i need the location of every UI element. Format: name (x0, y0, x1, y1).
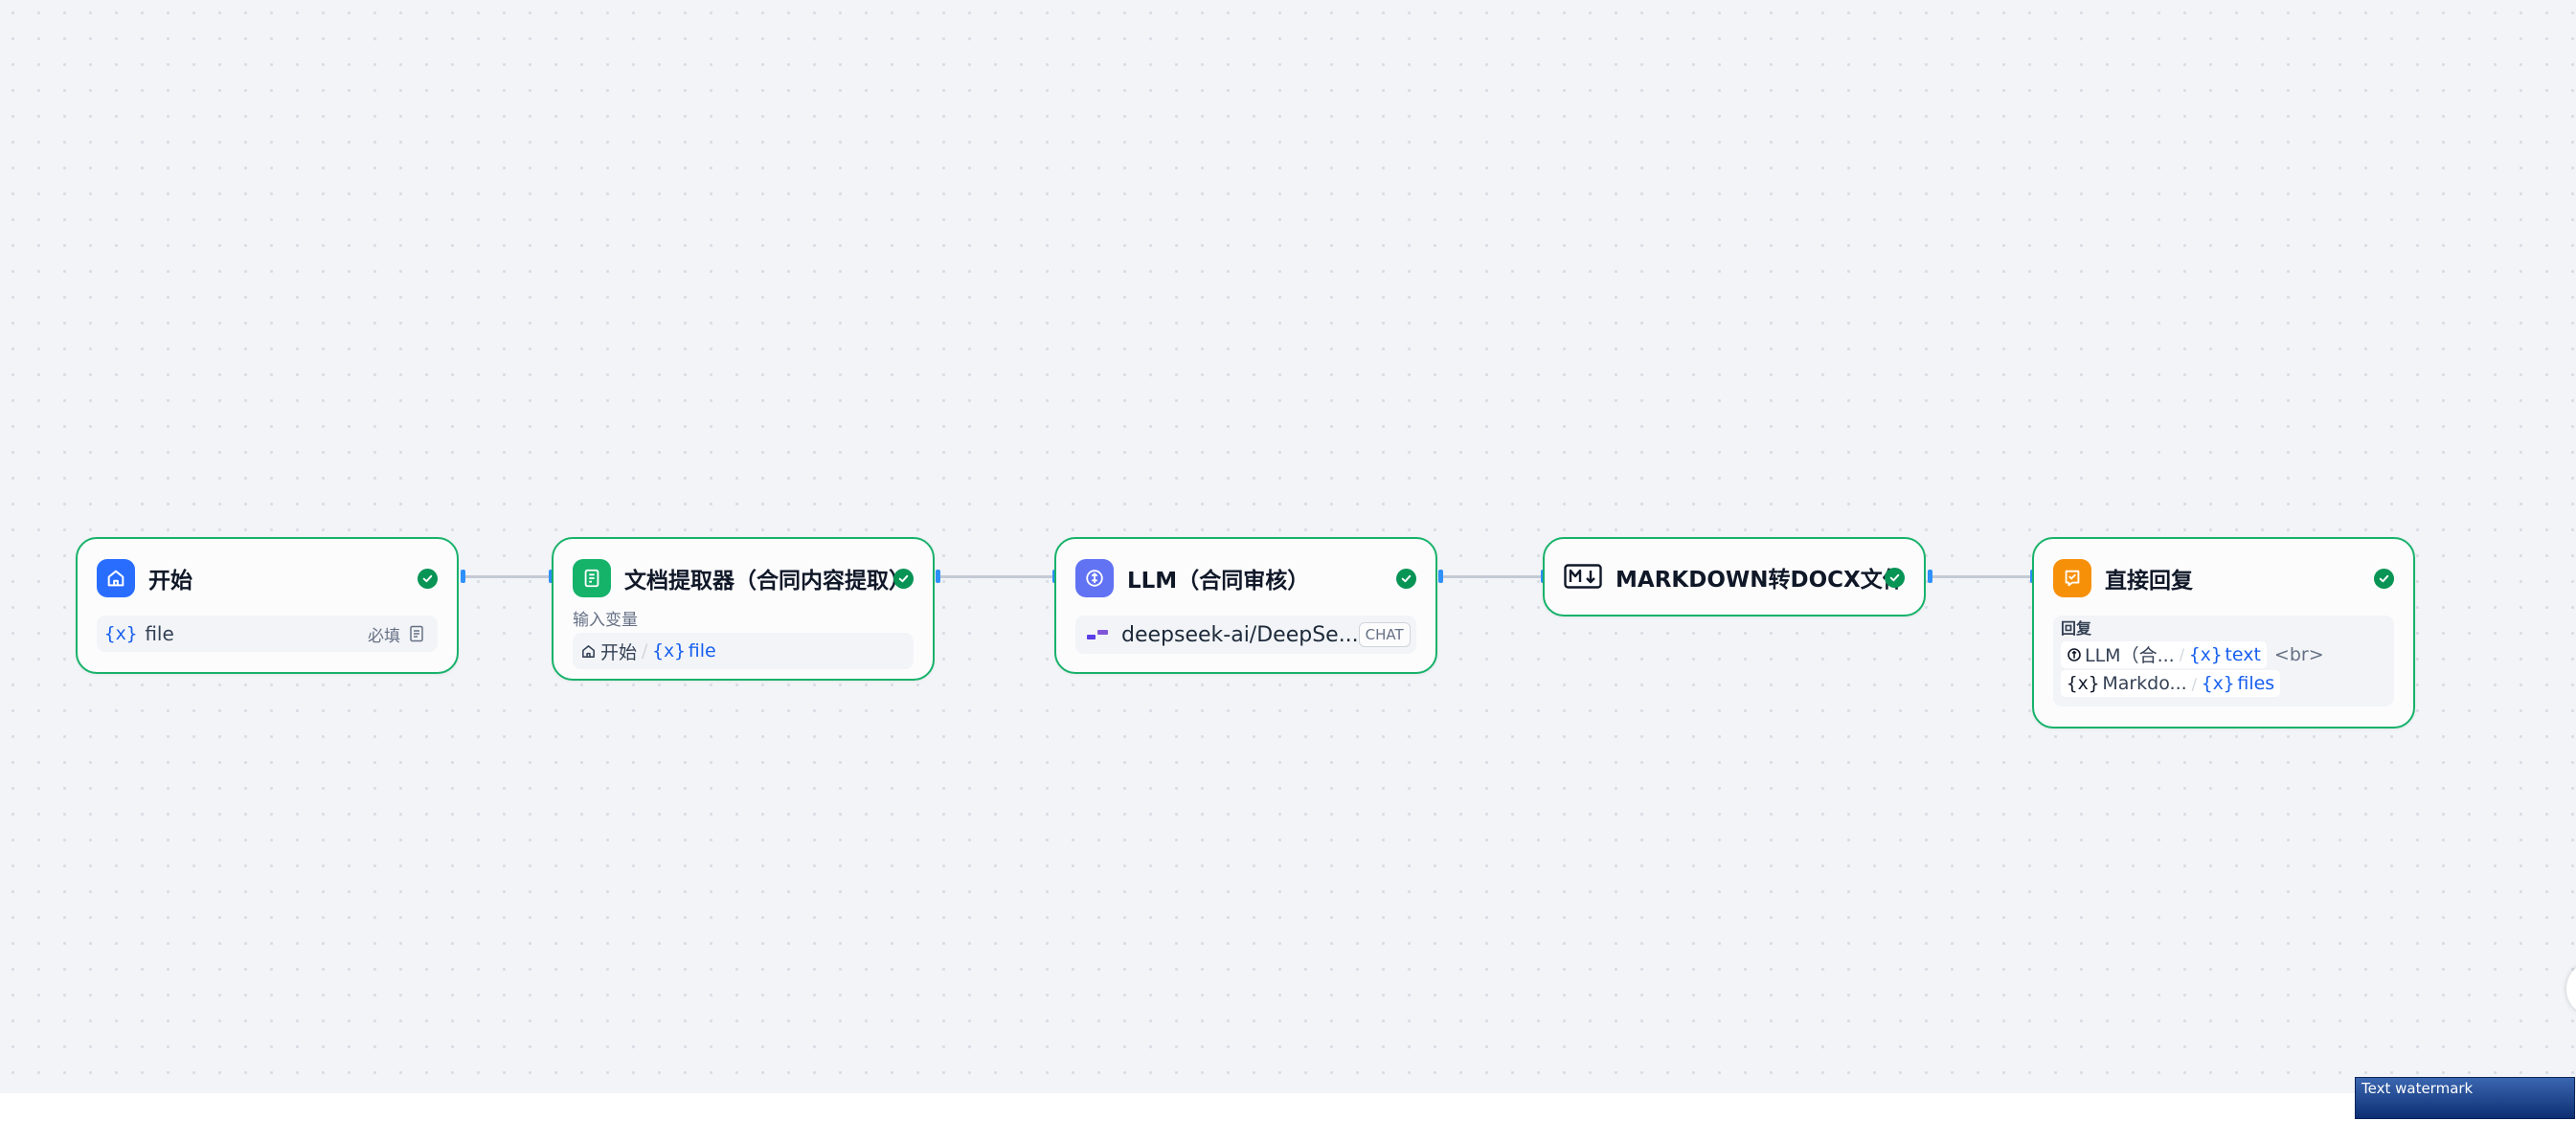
llm-node-title: LLM（合同审核） (1127, 569, 1310, 594)
llm-model-name: deepseek-ai/DeepSe... (1121, 622, 1359, 647)
reply-label: 回复 (2061, 619, 2092, 638)
edge-md2docx-to-answer (1931, 575, 2033, 578)
answer-ref-llm-node: LLM（合... (2085, 645, 2175, 667)
workflow-canvas[interactable]: 开始 {x} file 必填 文档提取器（合同内容提取） (0, 0, 2576, 1093)
source-node-name: 开始 (600, 641, 638, 663)
start-variable-name: file (145, 622, 174, 645)
answer-content-box: 回复 LLM（合... / {x} text <br> {x} Markdo..… (2053, 616, 2394, 706)
md2docx-node-header: MARKDOWN转DOCX文件 (1545, 539, 1924, 614)
deepseek-logo-icon (1087, 628, 1110, 641)
answer-node-title: 直接回复 (2105, 569, 2193, 594)
document-icon (573, 559, 611, 597)
check-circle-icon (1885, 568, 1905, 588)
home-icon (97, 559, 135, 597)
variable-icon: {x} (2189, 643, 2223, 665)
answer-line-1: LLM（合... / {x} text <br> (2061, 640, 2324, 669)
llm-model-selector[interactable]: deepseek-ai/DeepSe... CHAT (1075, 616, 1416, 654)
answer-ref-llm[interactable]: LLM（合... / {x} text (2061, 640, 2267, 668)
doc-extractor-node-header: 文档提取器（合同内容提取） (554, 539, 933, 616)
llm-node[interactable]: LLM（合同审核） deepseek-ai/DeepSe... CHAT (1054, 537, 1437, 674)
edge-start-to-extractor (463, 575, 552, 578)
file-type-icon (409, 625, 424, 642)
start-variable-row[interactable]: {x} file 必填 (97, 616, 438, 652)
check-circle-icon (418, 569, 438, 589)
extractor-input-variable[interactable]: 开始 / {x} file (573, 633, 914, 669)
answer-node-header: 直接回复 (2034, 539, 2413, 616)
start-node[interactable]: 开始 {x} file 必填 (76, 537, 459, 674)
check-circle-icon (1396, 569, 1416, 589)
markdown-icon (1564, 559, 1602, 594)
chat-mode-badge: CHAT (1358, 622, 1411, 647)
start-node-title: 开始 (148, 569, 192, 594)
home-icon (580, 643, 597, 660)
extractor-variable-name: file (688, 640, 716, 661)
doc-extractor-node[interactable]: 文档提取器（合同内容提取） 输入变量 开始 / {x} file (552, 537, 935, 681)
extractor-input-handle[interactable] (549, 570, 554, 583)
extractor-output-handle[interactable] (936, 570, 940, 583)
answer-ref-md2docx[interactable]: {x} Markdo... / {x} files (2061, 670, 2281, 698)
answer-line-2: {x} Markdo... / {x} files (2061, 669, 2281, 699)
required-label: 必填 (368, 626, 400, 646)
check-circle-icon (2374, 569, 2394, 589)
doc-extractor-node-title: 文档提取器（合同内容提取） (624, 569, 911, 594)
variable-icon: {x} (104, 623, 138, 644)
answer-node[interactable]: 直接回复 回复 LLM（合... / {x} text <br> (2032, 537, 2415, 729)
brain-icon (2067, 647, 2082, 662)
edge-llm-to-md2docx (1441, 575, 1544, 578)
llm-node-header: LLM（合同审核） (1056, 539, 1435, 616)
start-output-handle[interactable] (461, 570, 465, 583)
variable-icon: {x} (2202, 673, 2235, 695)
brain-icon (1075, 559, 1114, 597)
md2docx-output-handle[interactable] (1928, 570, 1932, 583)
answer-ref-llm-var: text (2225, 643, 2261, 665)
answer-line-1-suffix: <br> (2273, 643, 2324, 665)
input-variable-label: 输入变量 (573, 611, 638, 630)
text-watermark: Text watermark (2355, 1077, 2575, 1119)
answer-ref-md2docx-node: Markdo... (2102, 673, 2187, 695)
reply-icon (2053, 559, 2091, 597)
check-circle-icon (893, 569, 914, 589)
answer-ref-md2docx-var: files (2237, 673, 2275, 695)
edge-extractor-to-llm (938, 575, 1055, 578)
start-node-header: 开始 (78, 539, 457, 616)
variable-icon: {x} (652, 640, 686, 661)
md2docx-node[interactable]: MARKDOWN转DOCX文件 (1543, 537, 1926, 617)
md2docx-node-title: MARKDOWN转DOCX文件 (1616, 568, 1905, 593)
path-separator: / (2179, 645, 2185, 664)
llm-output-handle[interactable] (1438, 570, 1443, 583)
path-separator: / (2191, 674, 2198, 693)
canvas-control-button[interactable] (2566, 965, 2576, 1013)
path-separator: / (642, 640, 648, 661)
variable-icon: {x} (2067, 673, 2100, 695)
